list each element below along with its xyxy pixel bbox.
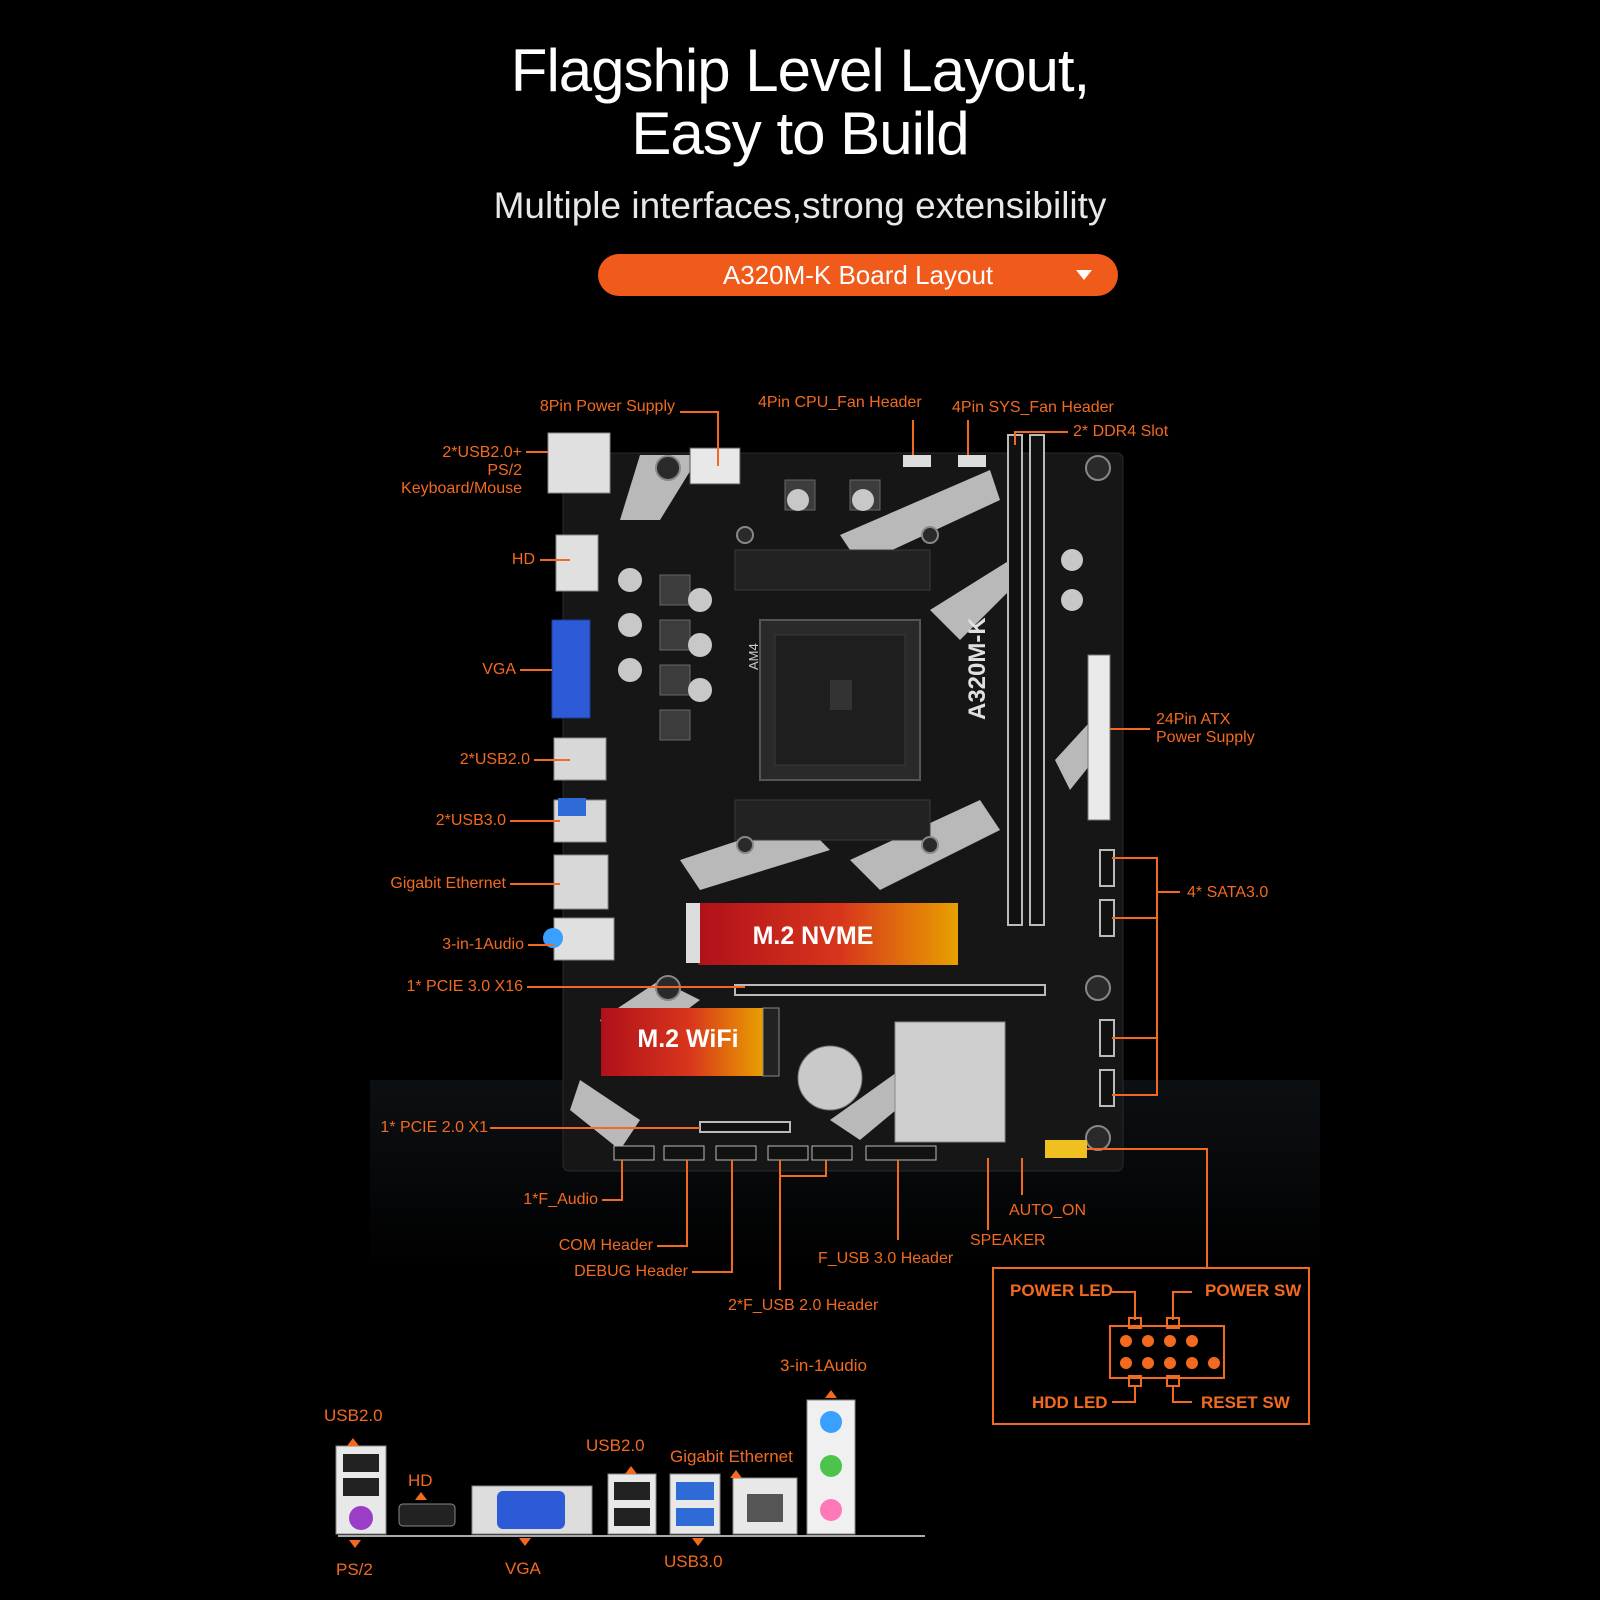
ps2-port	[349, 1506, 373, 1530]
model-silk: A320M-K	[964, 617, 991, 720]
label-pcie16: 1* PCIE 3.0 X16	[406, 978, 523, 995]
io-arrows	[347, 1390, 837, 1548]
label-sys-fan: 4Pin SYS_Fan Header	[952, 399, 1114, 416]
socket-silk: AM4	[746, 643, 761, 670]
label-reset-sw: RESET SW	[1201, 1393, 1290, 1412]
label-sata: 4* SATA3.0	[1187, 884, 1269, 901]
label-hdd-led: HDD LED	[1032, 1393, 1108, 1412]
label-ethernet: Gigabit Ethernet	[390, 875, 506, 892]
m2-wifi-label: M.2 WiFi	[637, 1025, 738, 1053]
m2-wifi-slot	[601, 1008, 763, 1076]
retention-top	[734, 549, 931, 591]
io-label-ps2: PS/2	[336, 1560, 373, 1579]
label-com: COM Header	[558, 1237, 653, 1254]
label-power-led: POWER LED	[1010, 1281, 1113, 1300]
label-pcie1: 1* PCIE 2.0 X1	[380, 1119, 488, 1136]
label-usb-ps2-1: 2*USB2.0+	[442, 444, 522, 461]
io-label-vga: VGA	[505, 1559, 541, 1578]
title-line-2: Easy to Build	[631, 100, 969, 167]
io-label-ethernet: Gigabit Ethernet	[670, 1447, 793, 1466]
m2-nvme-slot	[698, 903, 958, 965]
shield-vga-port	[497, 1491, 565, 1529]
label-atx-1: 24Pin ATX	[1156, 711, 1231, 728]
label-power-8pin: 8Pin Power Supply	[539, 398, 675, 415]
io-hdmi	[555, 534, 599, 592]
label-cpu-fan: 4Pin CPU_Fan Header	[758, 394, 922, 411]
label-usb-ps2-3: Keyboard/Mouse	[401, 480, 522, 497]
io-label-usb20-a: USB2.0	[324, 1406, 383, 1425]
vrm-chokes	[659, 479, 881, 741]
label-audio: 3-in-1Audio	[442, 936, 524, 953]
label-f-audio: 1*F_Audio	[523, 1191, 598, 1208]
leader-lines	[490, 411, 1208, 1290]
chipset-heatsink	[894, 1021, 1006, 1143]
sata-ports	[1099, 849, 1115, 1107]
retention-bottom	[734, 799, 931, 841]
io-label-usb20-b: USB2.0	[586, 1436, 645, 1455]
pcie-x16-slot	[734, 984, 1046, 996]
bottom-headers	[613, 1145, 937, 1161]
board-graphics	[570, 455, 1110, 1150]
sys-fan-header	[958, 455, 986, 467]
label-power-sw: POWER SW	[1205, 1281, 1302, 1300]
front-panel-header	[1045, 1140, 1087, 1158]
io-label-audio: 3-in-1Audio	[780, 1356, 867, 1375]
front-panel-pin-box	[1109, 1325, 1225, 1379]
ddr4-slot-b	[1029, 434, 1045, 926]
io-audio-jack	[543, 928, 563, 948]
ddr4-slot-a	[1007, 434, 1023, 926]
label-atx-2: Power Supply	[1156, 729, 1255, 746]
io-ethernet	[553, 854, 609, 910]
m2-nvme-label: M.2 NVME	[753, 922, 874, 950]
label-hd: HD	[511, 551, 535, 568]
chevron-down-icon	[1076, 270, 1092, 280]
io-usb-ps2	[547, 432, 611, 494]
label-f-usb3: F_USB 3.0 Header	[818, 1250, 954, 1267]
pcie-x1-slot	[699, 1121, 791, 1133]
board-layout-dropdown[interactable]: A320M-K Board Layout	[598, 254, 1118, 296]
power-8pin-connector	[689, 447, 741, 485]
capacitors	[618, 489, 1083, 702]
io-label-usb30: USB3.0	[664, 1552, 723, 1571]
screw-holes	[655, 455, 1111, 1151]
front-panel-pins	[1120, 1335, 1220, 1369]
io-audio	[553, 917, 615, 961]
atx-24pin-connector	[1087, 654, 1111, 821]
label-debug: DEBUG Header	[574, 1263, 688, 1280]
io-vga	[551, 619, 591, 719]
label-usb30: 2*USB3.0	[435, 812, 506, 829]
cpu-fan-header	[903, 455, 931, 467]
label-usb20: 2*USB2.0	[459, 751, 530, 768]
title-line-1: Flagship Level Layout,	[510, 37, 1090, 104]
label-ddr4: 2* DDR4 Slot	[1073, 423, 1169, 440]
cmos-battery	[797, 1045, 863, 1111]
board-layout-label: A320M-K Board Layout	[722, 260, 994, 290]
front-panel-box	[992, 1267, 1310, 1425]
label-speaker: SPEAKER	[970, 1232, 1046, 1249]
label-auto-on: AUTO_ON	[1009, 1202, 1087, 1219]
io-label-hd: HD	[408, 1471, 433, 1490]
shield-hdmi	[398, 1503, 456, 1527]
label-vga: VGA	[482, 661, 516, 678]
subtitle: Multiple interfaces,strong extensibility	[493, 185, 1107, 226]
label-f-usb2: 2*F_USB 2.0 Header	[728, 1297, 879, 1314]
label-usb-ps2-2: PS/2	[487, 462, 522, 479]
